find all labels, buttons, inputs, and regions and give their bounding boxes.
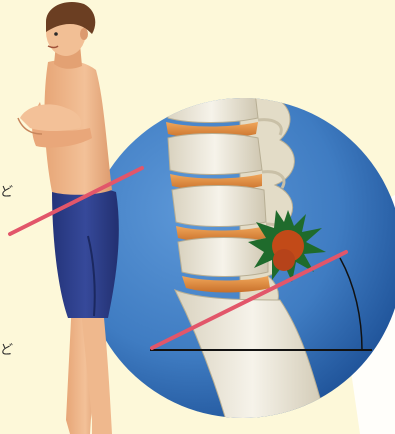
side-text-upper: ど <box>0 181 13 200</box>
side-text-lower: ど <box>0 339 13 358</box>
standing-man-icon <box>18 2 119 434</box>
